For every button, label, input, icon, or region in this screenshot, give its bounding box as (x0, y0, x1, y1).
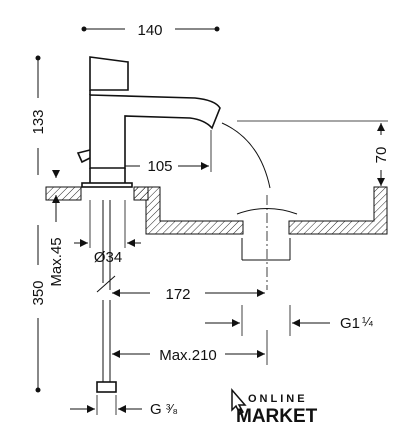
width-top-label: 140 (137, 22, 162, 39)
max-thickness-label: Max.45 (48, 237, 65, 286)
dimension-drain-distance: 172 (112, 286, 265, 303)
dimension-supply-thread: G ³⁄₈ (70, 395, 178, 418)
countertop (45, 186, 388, 235)
supply-thread-fraction: ³⁄₈ (166, 401, 178, 416)
logo-bottom-text: MARKET (236, 406, 318, 427)
drain-centerline (236, 195, 298, 290)
spout-reach-label: 105 (147, 158, 172, 175)
logo-top-text: ONLINE (248, 393, 308, 405)
drain-thread-main: G1 (340, 315, 360, 332)
water-stream (221, 122, 271, 189)
dimension-total-height: 350 (30, 225, 47, 393)
faucet-body (76, 56, 221, 188)
dimension-width-top: 140 (81, 22, 220, 39)
drain-thread-fraction: ¼ (362, 314, 373, 329)
height-body-label: 133 (30, 109, 47, 134)
dimension-basin-depth: 70 (237, 120, 390, 186)
dimension-height-body: 133 (30, 55, 47, 175)
online-market-logo: ONLINE MARKET (231, 387, 318, 427)
basin-depth-label: 70 (373, 147, 390, 164)
dimension-drain-thread: G1 ¼ (205, 305, 373, 336)
hole-diameter-label: Ø34 (94, 249, 122, 266)
drain-distance-label: 172 (165, 286, 190, 303)
dimension-max-distance: Max.210 (112, 330, 268, 365)
dimension-hole-diameter: Ø34 (74, 200, 141, 266)
supply-thread-main: G (150, 401, 162, 418)
total-height-label: 350 (30, 280, 47, 305)
dimension-spout-reach: 105 (125, 130, 212, 175)
max-distance-label: Max.210 (159, 347, 217, 364)
supply-pipe (96, 200, 117, 393)
